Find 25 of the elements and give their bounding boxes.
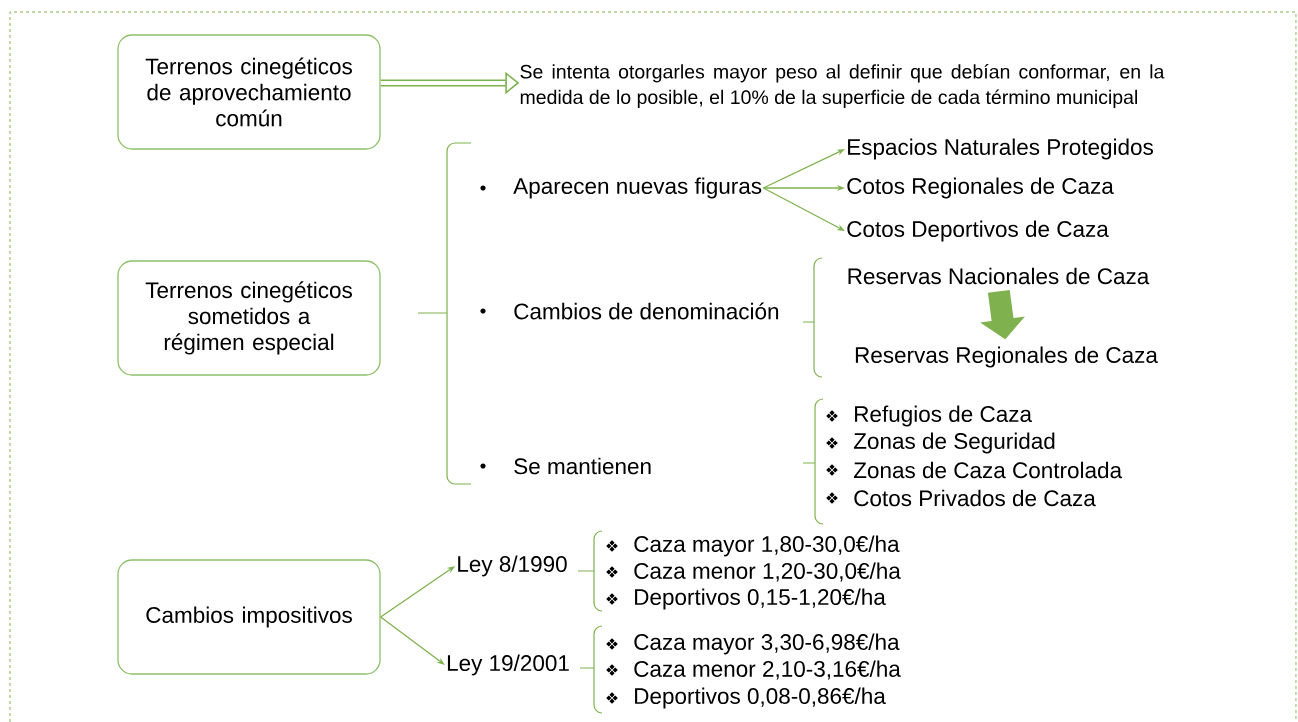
list-item: Zonas de Caza Controlada — [853, 461, 1123, 479]
item-text: Cotos Deportivos de Caza — [847, 220, 1109, 242]
list-item: Caza mayor 3,30-6,98€/ha — [634, 633, 900, 655]
item-text: Ley 19/2001 — [447, 654, 569, 676]
list-item: Se mantienen — [514, 457, 651, 475]
list-item: Cotos Privados de Caza — [854, 489, 1096, 507]
list-item: Refugios de Caza — [855, 405, 1032, 427]
list-item: Deportivos 0,08-0,86€/ha — [635, 687, 886, 709]
list-item: Caza mayor 1,80-30,0€/ha — [634, 535, 900, 557]
list-item: Caza menor 1,20-30,0€/ha — [634, 562, 901, 582]
item-text: Reservas Regionales de Caza — [855, 346, 1158, 368]
item-text: Espacios Naturales Protegidos — [848, 138, 1153, 160]
list-item: Cambios de denominación — [514, 302, 779, 320]
arrow — [380, 616, 445, 665]
category-box: Cambios impositivos — [117, 559, 381, 675]
item-text: Reservas Nacionales de Caza — [848, 267, 1150, 285]
item-text: Cotos Regionales de Caza — [847, 177, 1114, 199]
category-box: Terrenos cinegéticos de aprovechamiento común — [117, 34, 381, 150]
description-text: Se intenta otorgarles mayor peso al definir que debían conformar, en la medida de lo posible, el 10% de la superficie de cada término municipal — [520, 64, 1165, 108]
list-item: Caza menor 2,10-3,16€/ha — [634, 660, 901, 680]
item-text: Aparecen nuevas figuras — [513, 177, 762, 199]
category-box: Terrenos cinegéticos sometidos a régimen especial — [117, 260, 381, 376]
list-item: Zonas de Seguridad — [853, 432, 1055, 454]
item-text: Ley 8/1990 — [458, 555, 567, 577]
list-item: Deportivos 0,15-1,20€/ha — [635, 588, 886, 610]
